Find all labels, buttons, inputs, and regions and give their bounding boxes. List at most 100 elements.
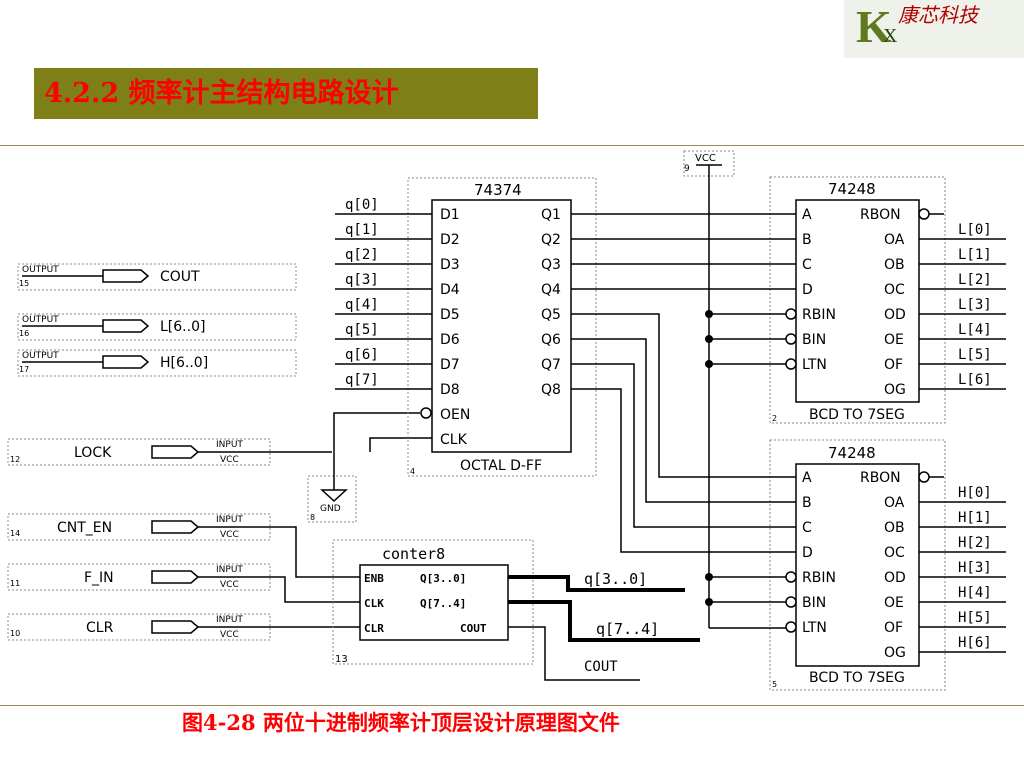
net-label-q7-4: q[7..4] [596,620,659,638]
svg-text:10: 10 [10,629,20,638]
segment-net-label: H[2] [958,535,992,551]
svg-text:ENB: ENB [364,572,384,585]
segment-net-label: L[6] [958,372,992,388]
segment-net-label: L[1] [958,247,992,263]
svg-text:LOCK: LOCK [74,445,112,461]
decoder-output-pin: OF [884,620,903,636]
dff-input-pin: D2 [440,232,460,248]
decoder-input-pin: B [802,232,812,248]
decoder-input-pin: A [802,207,812,223]
cout-net [508,626,640,681]
input-pin-lock: 12 LOCK INPUT VCC [7,438,332,466]
segment-net-label: L[2] [958,272,992,288]
segment-net-label: H[5] [958,610,992,626]
svg-text:OUTPUT: OUTPUT [22,315,59,325]
dff-pin-group: q[0]D1q[1]D2q[2]D3q[3]D4q[4]D5q[5]D6q[6]… [335,197,561,398]
segment-net-label: L[5] [958,347,992,363]
top-divider [0,145,1024,146]
svg-text:INPUT: INPUT [216,615,243,625]
svg-text:11: 11 [10,579,20,588]
logo-x-letter: X [883,25,898,47]
dff-net-label: q[5] [345,322,379,338]
clk-net [369,437,432,452]
dff-net-label: q[7] [345,372,379,388]
decoder-input-pin: C [802,257,812,273]
decoder-output-pin: OF [884,357,903,373]
logo-company-name: 康芯科技 [898,3,978,27]
svg-text:VCC: VCC [220,530,239,540]
counter-conter8: conter8 13 ENB CLK CLR Q[3..0] Q[7..4] C… [332,539,534,665]
svg-text:INPUT: INPUT [216,565,243,575]
dff-net-label: q[1] [345,222,379,238]
ic-74248-top: 74248 2 BCD TO 7SEG [769,176,946,424]
decoder-input-pin: RBIN [802,307,836,323]
decoder-input-pin: BIN [802,595,826,611]
dff-net-label: q[4] [345,297,379,313]
svg-text:8: 8 [310,513,315,522]
svg-text:INPUT: INPUT [216,440,243,450]
dff-input-pin: D5 [440,307,460,323]
svg-text:CLR: CLR [86,620,114,636]
decoder-input-pin: A [802,470,812,486]
dec-bot-pin-group: ABCDRBINBINLTNRBONOAOBOCODOEOFOGH[0]H[1]… [785,470,1006,661]
dff-input-pin: D1 [440,207,460,223]
decoder-input-pin: D [802,282,813,298]
decoder-output-pin: OA [884,495,905,511]
svg-text:OEN: OEN [440,407,470,423]
svg-text:VCC: VCC [220,580,239,590]
gnd-symbol: 8 GND [307,475,357,523]
svg-text:CNT_EN: CNT_EN [57,520,112,536]
decoder-output-pin: OA [884,232,905,248]
decoder-output-pin: OD [884,307,906,323]
dff-output-pin: Q6 [541,332,561,348]
input-pin-cnt-en: 14 CNT_EN INPUT VCC [7,513,360,578]
dff-output-pin: Q2 [541,232,561,248]
logo-k-letter: K [856,1,892,52]
output-pin-cout: OUTPUT 15 COUT [17,263,297,291]
bus-q3-0 [508,575,685,592]
svg-text:2: 2 [772,414,777,423]
input-pin-f-in: 11 F_IN INPUT VCC [7,563,360,603]
svg-text:CLK: CLK [440,432,468,448]
svg-text:74248: 74248 [828,444,876,462]
input-pin-clr: 10 CLR INPUT VCC [7,613,360,641]
svg-text:4: 4 [410,467,415,476]
decoder-output-pin: OC [884,545,905,561]
svg-text:F_IN: F_IN [84,570,114,586]
svg-text:74248: 74248 [828,180,876,198]
inverter-bubble [785,333,797,345]
inverter-bubble [785,596,797,608]
inverter-bubble [785,308,797,320]
decoder-output-pin: RBON [860,470,901,486]
oen-net [333,412,420,490]
output-pin-h: OUTPUT 17 H[6..0] [17,349,297,377]
schematic-diagram: VCC 9 OUTPUT 15 COUT OUTPUT 16 L[6..0] O… [7,150,1006,691]
svg-text:GND: GND [320,504,341,514]
inverter-bubble [785,358,797,370]
decoder-input-pin: LTN [802,357,827,373]
output-pin-l: OUTPUT 16 L[6..0] [17,313,297,341]
decoder-input-pin: RBIN [802,570,836,586]
dff-net-label: q[0] [345,197,379,213]
dff-output-pin: Q1 [541,207,561,223]
dff-input-pin: D6 [440,332,460,348]
dff-input-pin: D7 [440,357,460,373]
dff-output-pin: Q4 [541,282,561,298]
dff-net-label: q[3] [345,272,379,288]
svg-text:COUT: COUT [460,622,487,635]
svg-text:BCD TO 7SEG: BCD TO 7SEG [809,407,905,423]
svg-text:13: 13 [335,654,348,665]
segment-net-label: H[1] [958,510,992,526]
svg-text:VCC: VCC [220,455,239,465]
svg-text:16: 16 [19,329,29,338]
dff-input-pin: D4 [440,282,460,298]
dff-output-pin: Q7 [541,357,561,373]
svg-text:12: 12 [10,455,20,464]
svg-text:17: 17 [19,365,29,374]
slide-title: 4.2.2 频率计主结构电路设计 [34,68,538,119]
svg-text:BCD TO 7SEG: BCD TO 7SEG [809,670,905,686]
svg-text:OUTPUT: OUTPUT [22,265,59,275]
svg-text:OCTAL D-FF: OCTAL D-FF [460,458,542,474]
inverter-bubble [785,571,797,583]
svg-text:Q[3..0]: Q[3..0] [420,572,466,585]
